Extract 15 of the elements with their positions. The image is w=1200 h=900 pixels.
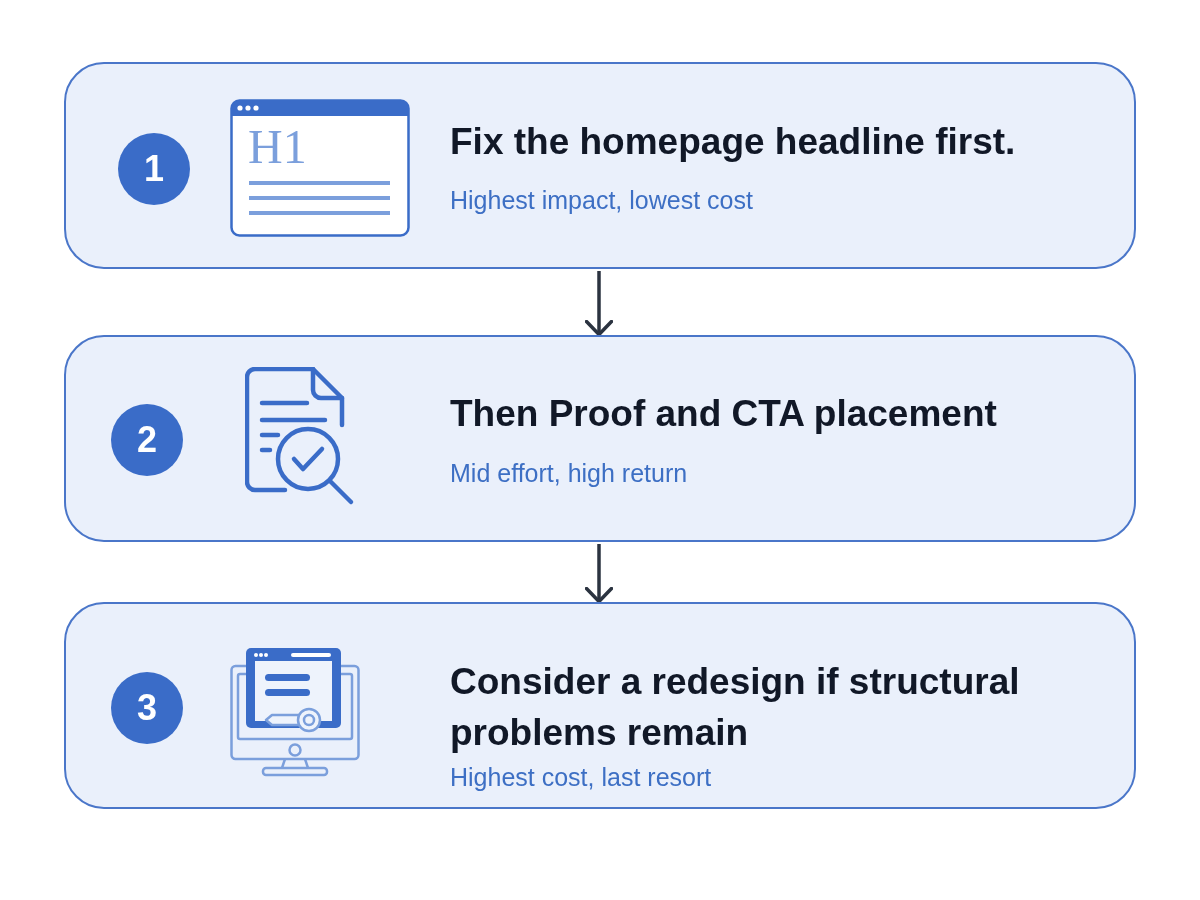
step-heading: Consider a redesign if structural problems remain	[450, 660, 1021, 755]
step-card	[64, 62, 1136, 269]
step-heading: Fix the homepage headline first.	[450, 120, 1017, 164]
step-subtitle: Highest impact, lowest cost	[450, 185, 753, 215]
step-subtitle: Highest cost, last resort	[450, 762, 712, 792]
step-number: 2	[111, 404, 183, 476]
step-number: 1	[118, 133, 190, 205]
arrow	[584, 544, 614, 604]
step-heading: Then Proof and CTA placement	[450, 392, 998, 436]
heading-label: H1	[248, 123, 307, 171]
step-number: 3	[111, 672, 183, 744]
step-card	[64, 335, 1136, 542]
step-card	[64, 602, 1136, 809]
step-subtitle: Mid effort, high return	[450, 458, 688, 488]
arrow	[584, 271, 614, 337]
